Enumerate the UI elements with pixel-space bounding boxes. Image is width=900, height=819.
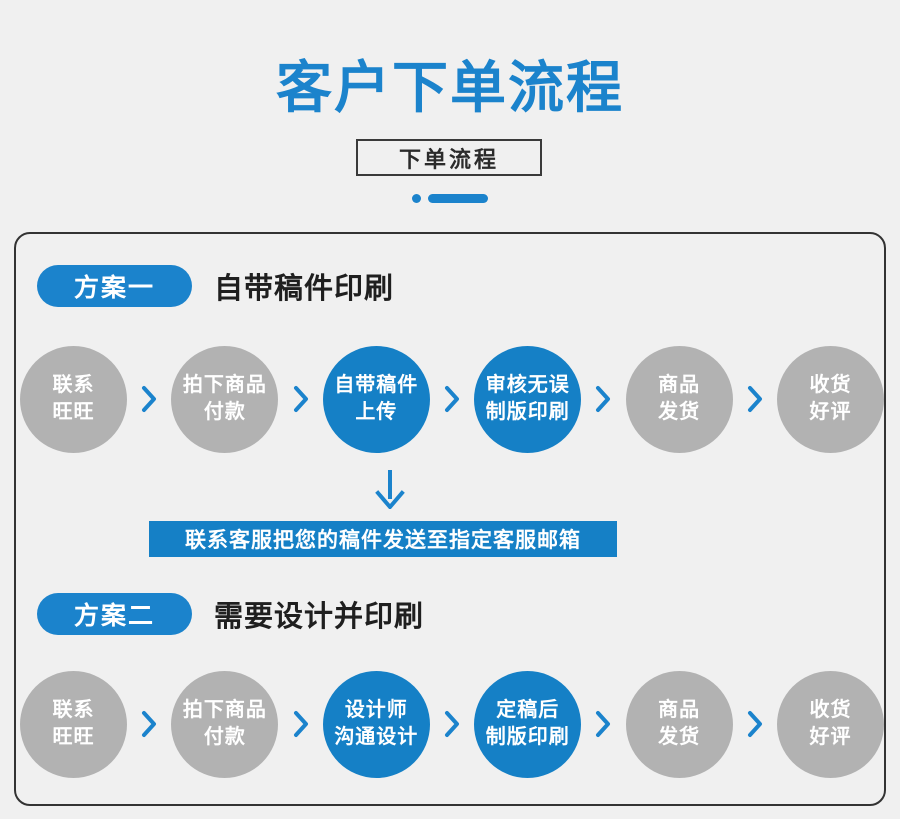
chevron-right-icon [581,710,625,738]
chevron-right-icon [581,385,625,413]
plan-title-two: 需要设计并印刷 [214,601,425,633]
page-title: 客户下单流程 [276,56,624,119]
decor-dot-icon [412,193,421,203]
flow-node-line: 自带稿件 [334,374,419,396]
flow-node-1-4: 审核无误 制版印刷 [474,345,582,453]
flow-node-2-3: 设计师 沟通设计 [322,670,430,778]
chevron-right-icon [430,385,474,413]
subtitle-text: 下单流程 [398,146,499,172]
flow-node-line: 联系 [52,699,95,721]
chevron-right-icon [127,710,171,738]
flow-node-line: 商品 [658,699,701,721]
flow-node-line: 拍下商品 [182,699,267,721]
flow-node-line: 审核无误 [485,374,570,396]
plan-heading-two: 方案二 需要设计并印刷 [37,593,424,635]
subtitle-box: 下单流程 [356,139,542,176]
flow-node-2-2: 拍下商品 付款 [171,670,279,778]
flow-node-line: 收货 [809,699,852,721]
chevron-right-icon [733,710,777,738]
flow-node-1-1: 联系 旺旺 [20,345,127,453]
flow-node-line: 商品 [658,374,701,396]
flow-node-2-6: 收货 好评 [777,670,885,778]
plan-badge-one: 方案一 [37,265,192,307]
plan-heading-one: 方案一 自带稿件印刷 [37,265,394,307]
flow-node-line: 付款 [203,401,246,423]
chevron-right-icon [278,385,322,413]
flow-node-line: 发货 [658,726,701,748]
flow-node-1-6: 收货 好评 [777,345,885,453]
flow-node-line: 付款 [203,726,246,748]
decoration-row [0,192,900,204]
flow-node-line: 联系 [52,374,95,396]
flow-node-line: 制版印刷 [485,726,570,748]
flow-node-1-2: 拍下商品 付款 [171,345,279,453]
arrow-down-icon [373,469,407,509]
flow-node-1-5: 商品 发货 [625,345,733,453]
flow-node-line: 定稿后 [496,699,560,721]
plan-title-one: 自带稿件印刷 [214,273,395,305]
process-panel: 方案一 自带稿件印刷 联系 旺旺 拍下商品 付款 自带稿件 上传 [14,232,886,806]
flow-node-1-3: 自带稿件 上传 [322,345,430,453]
email-note-banner: 联系客服把您的稿件发送至指定客服邮箱 [149,521,617,557]
flow-node-line: 发货 [658,401,701,423]
flow-row-plan-one: 联系 旺旺 拍下商品 付款 自带稿件 上传 审核无误 制版印刷 [20,345,885,453]
flow-node-line: 收货 [809,374,852,396]
plan-badge-two: 方案二 [37,593,192,635]
chevron-right-icon [733,385,777,413]
flow-node-line: 制版印刷 [485,401,570,423]
flow-node-2-4: 定稿后 制版印刷 [474,670,582,778]
flow-node-line: 拍下商品 [182,374,267,396]
decor-bar-icon [428,193,488,203]
flow-node-line: 设计师 [344,699,408,721]
chevron-right-icon [127,385,171,413]
flow-node-line: 旺旺 [52,726,95,748]
flow-row-plan-two: 联系 旺旺 拍下商品 付款 设计师 沟通设计 定稿后 制版印刷 [20,670,885,778]
flow-node-line: 旺旺 [52,401,95,423]
flow-node-2-1: 联系 旺旺 [20,670,127,778]
chevron-right-icon [278,710,322,738]
flow-node-line: 沟通设计 [334,726,419,748]
flow-node-2-5: 商品 发货 [625,670,733,778]
flow-node-line: 好评 [809,401,852,423]
chevron-right-icon [430,710,474,738]
flow-node-line: 好评 [809,726,852,748]
flow-node-line: 上传 [355,401,398,423]
